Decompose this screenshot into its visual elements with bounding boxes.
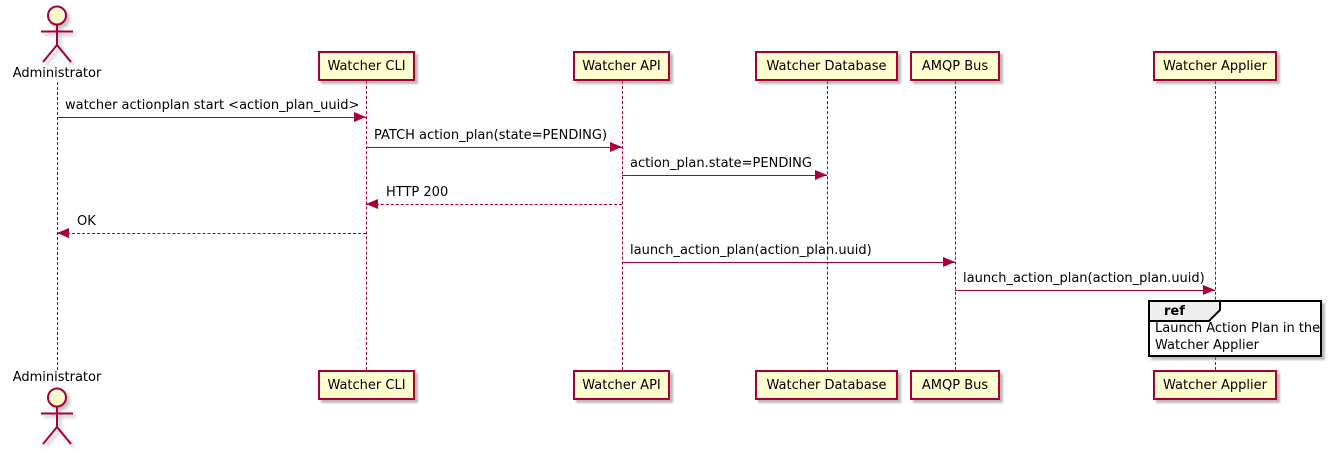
message-line (366, 204, 622, 205)
message-label: launch_action_plan(action_plan.uuid) (630, 243, 872, 258)
actor-label: Administrator (12, 66, 102, 81)
participant-label: Watcher CLI (327, 377, 406, 393)
lifeline-watcher-database (827, 81, 828, 370)
ref-text-line: Watcher Applier (1155, 337, 1259, 353)
message-label: action_plan.state=PENDING (630, 156, 812, 171)
message-label: watcher actionplan start <action_plan_uu… (65, 98, 360, 113)
participant-label: Watcher API (582, 377, 661, 393)
arrowhead-icon (57, 228, 69, 238)
lifeline-watcher-cli (366, 81, 367, 370)
message-label: PATCH action_plan(state=PENDING) (374, 128, 608, 143)
participant-watcher-applier-bottom: Watcher Applier (1153, 370, 1277, 400)
participant-watcher-cli: Watcher CLI (318, 51, 415, 81)
lifeline-watcher-api (622, 81, 623, 370)
message-label: HTTP 200 (386, 185, 449, 200)
ref-fragment: ref Launch Action Plan in the Watcher Ap… (1148, 300, 1322, 357)
lifeline-amqp-bus (955, 81, 956, 370)
participant-label: Watcher Applier (1163, 58, 1267, 74)
message-line (955, 290, 1215, 291)
arrowhead-icon (610, 142, 622, 152)
participant-watcher-api-bottom: Watcher API (573, 370, 670, 400)
participant-watcher-database: Watcher Database (755, 51, 898, 81)
actor-icon (41, 387, 73, 445)
participant-amqp-bus-bottom: AMQP Bus (910, 370, 1000, 400)
lifeline-watcher-applier (1215, 81, 1216, 370)
participant-label: Watcher API (582, 58, 661, 74)
participant-label: Watcher Applier (1163, 377, 1267, 393)
participant-label: AMQP Bus (921, 377, 989, 393)
arrowhead-icon (366, 199, 378, 209)
participant-watcher-api: Watcher API (573, 51, 670, 81)
lifeline-administrator (57, 82, 58, 370)
arrowhead-icon (354, 112, 366, 122)
participant-watcher-cli-bottom: Watcher CLI (318, 370, 415, 400)
ref-text-line: Launch Action Plan in the (1155, 321, 1321, 336)
message-line (366, 147, 622, 148)
message-line (622, 175, 827, 176)
message-label: OK (77, 214, 96, 229)
participant-label: Watcher Database (766, 58, 887, 74)
ref-text: Launch Action Plan in the Watcher Applie… (1155, 321, 1320, 354)
participant-watcher-applier: Watcher Applier (1153, 51, 1277, 81)
message-label: launch_action_plan(action_plan.uuid) (963, 271, 1205, 286)
message-line (57, 233, 366, 234)
message-line (622, 262, 955, 263)
arrowhead-icon (1203, 285, 1215, 295)
actor-icon (41, 5, 73, 63)
participant-watcher-database-bottom: Watcher Database (755, 370, 898, 400)
arrowhead-icon (815, 170, 827, 180)
participant-label: AMQP Bus (921, 58, 989, 74)
ref-keyword: ref (1164, 304, 1185, 319)
ref-tab-icon (1148, 300, 1221, 322)
arrowhead-icon (943, 257, 955, 267)
participant-label: Watcher Database (766, 377, 887, 393)
participant-amqp-bus: AMQP Bus (910, 51, 1000, 81)
actor-label-bottom: Administrator (12, 370, 102, 385)
participant-label: Watcher CLI (327, 58, 406, 74)
message-line (57, 117, 366, 118)
